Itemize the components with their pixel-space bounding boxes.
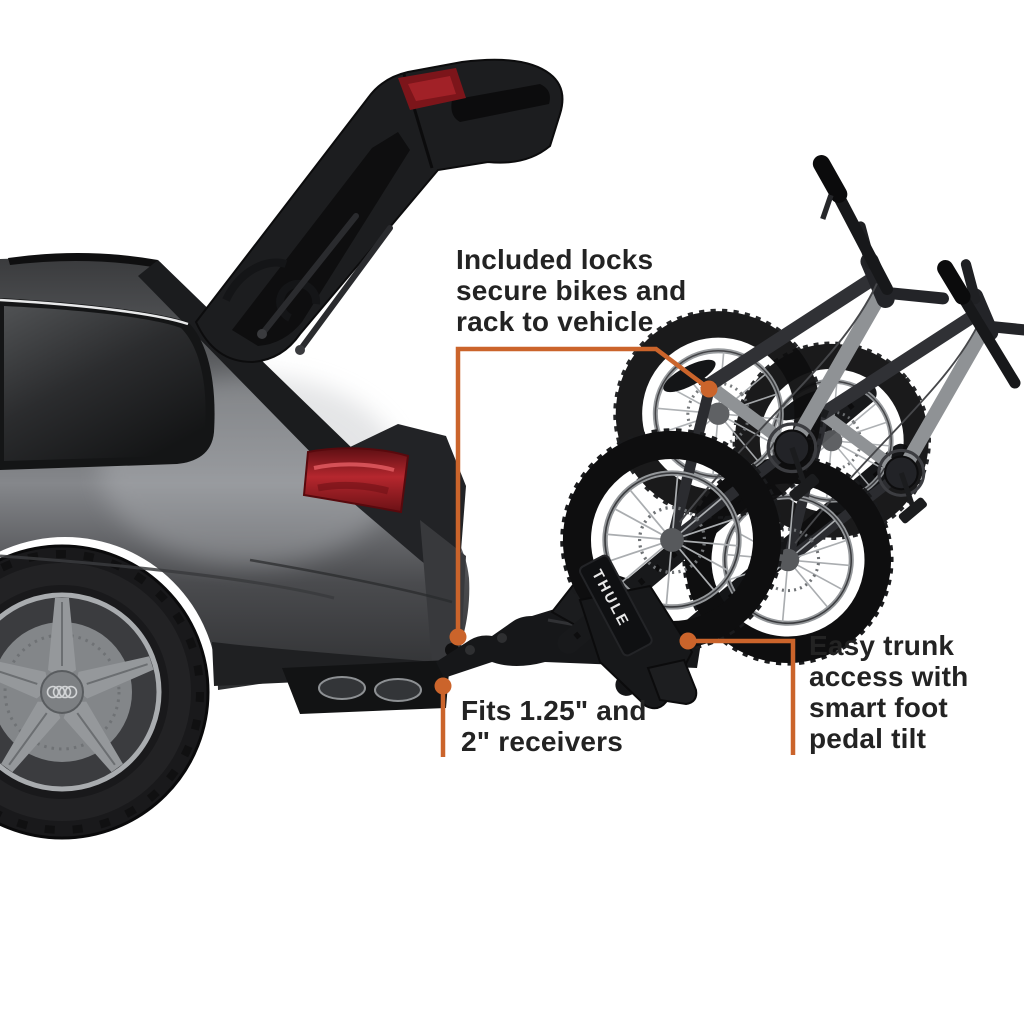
annotation-tilt: Easy trunk access with smart foot pedal …: [809, 630, 968, 754]
callout-dot-receiver: [434, 677, 452, 695]
annotation-tilt-line2: access with: [809, 661, 969, 692]
annotation-locks: Included locks secure bikes and rack to …: [456, 244, 686, 337]
annotation-locks-line1: Included locks: [456, 244, 654, 275]
annotation-tilt-line1: Easy trunk: [809, 630, 955, 661]
annotation-receivers-line1: Fits 1.25" and: [461, 695, 647, 726]
gas-struts: [259, 213, 393, 353]
annotation-tilt-line3: smart foot: [809, 692, 948, 723]
bike-1: [467, 155, 1019, 690]
wheel-rings-logo: [46, 685, 78, 699]
beltline-crease: [0, 554, 335, 600]
exhaust-tip: [318, 676, 366, 700]
tailgate-hinge: [222, 258, 288, 302]
callout-dot-hitch-lock: [449, 628, 467, 646]
annotation-locks-line3: rack to vehicle: [456, 306, 654, 337]
hatch-opening-trim: [138, 260, 354, 466]
car: [0, 252, 470, 840]
callout-dot-bike-lock: [700, 380, 718, 398]
car-wheel: [0, 544, 210, 840]
tailgate-handle-recess: [451, 84, 550, 122]
exhaust-tip: [374, 678, 422, 702]
car-window: [4, 306, 206, 461]
bumper-corner: [420, 520, 466, 664]
callout-dot-foot-pedal: [679, 632, 697, 650]
tailgate: [194, 58, 564, 364]
annotation-locks-line2: secure bikes and: [456, 275, 687, 306]
handlebar: [815, 157, 894, 295]
callouts: [440, 346, 796, 757]
annotation-tilt-line4: pedal tilt: [809, 723, 927, 754]
chrome-trim: [0, 298, 189, 326]
bike-2: [609, 219, 1024, 703]
annotation-receivers-line2: 2" receivers: [461, 726, 624, 757]
annotation-receivers: Fits 1.25" and 2" receivers: [461, 695, 647, 757]
callout-dots: [434, 380, 718, 695]
roof-rail: [8, 252, 158, 267]
rack-foot-pedal: [646, 658, 698, 706]
callout-locks-line: [455, 346, 710, 631]
diffuser: [282, 660, 450, 714]
callout-tilt-line: [694, 638, 796, 755]
bike-rack-front: THULE: [578, 554, 698, 710]
car-taillight: [302, 447, 410, 514]
brake-lever: [820, 194, 834, 220]
